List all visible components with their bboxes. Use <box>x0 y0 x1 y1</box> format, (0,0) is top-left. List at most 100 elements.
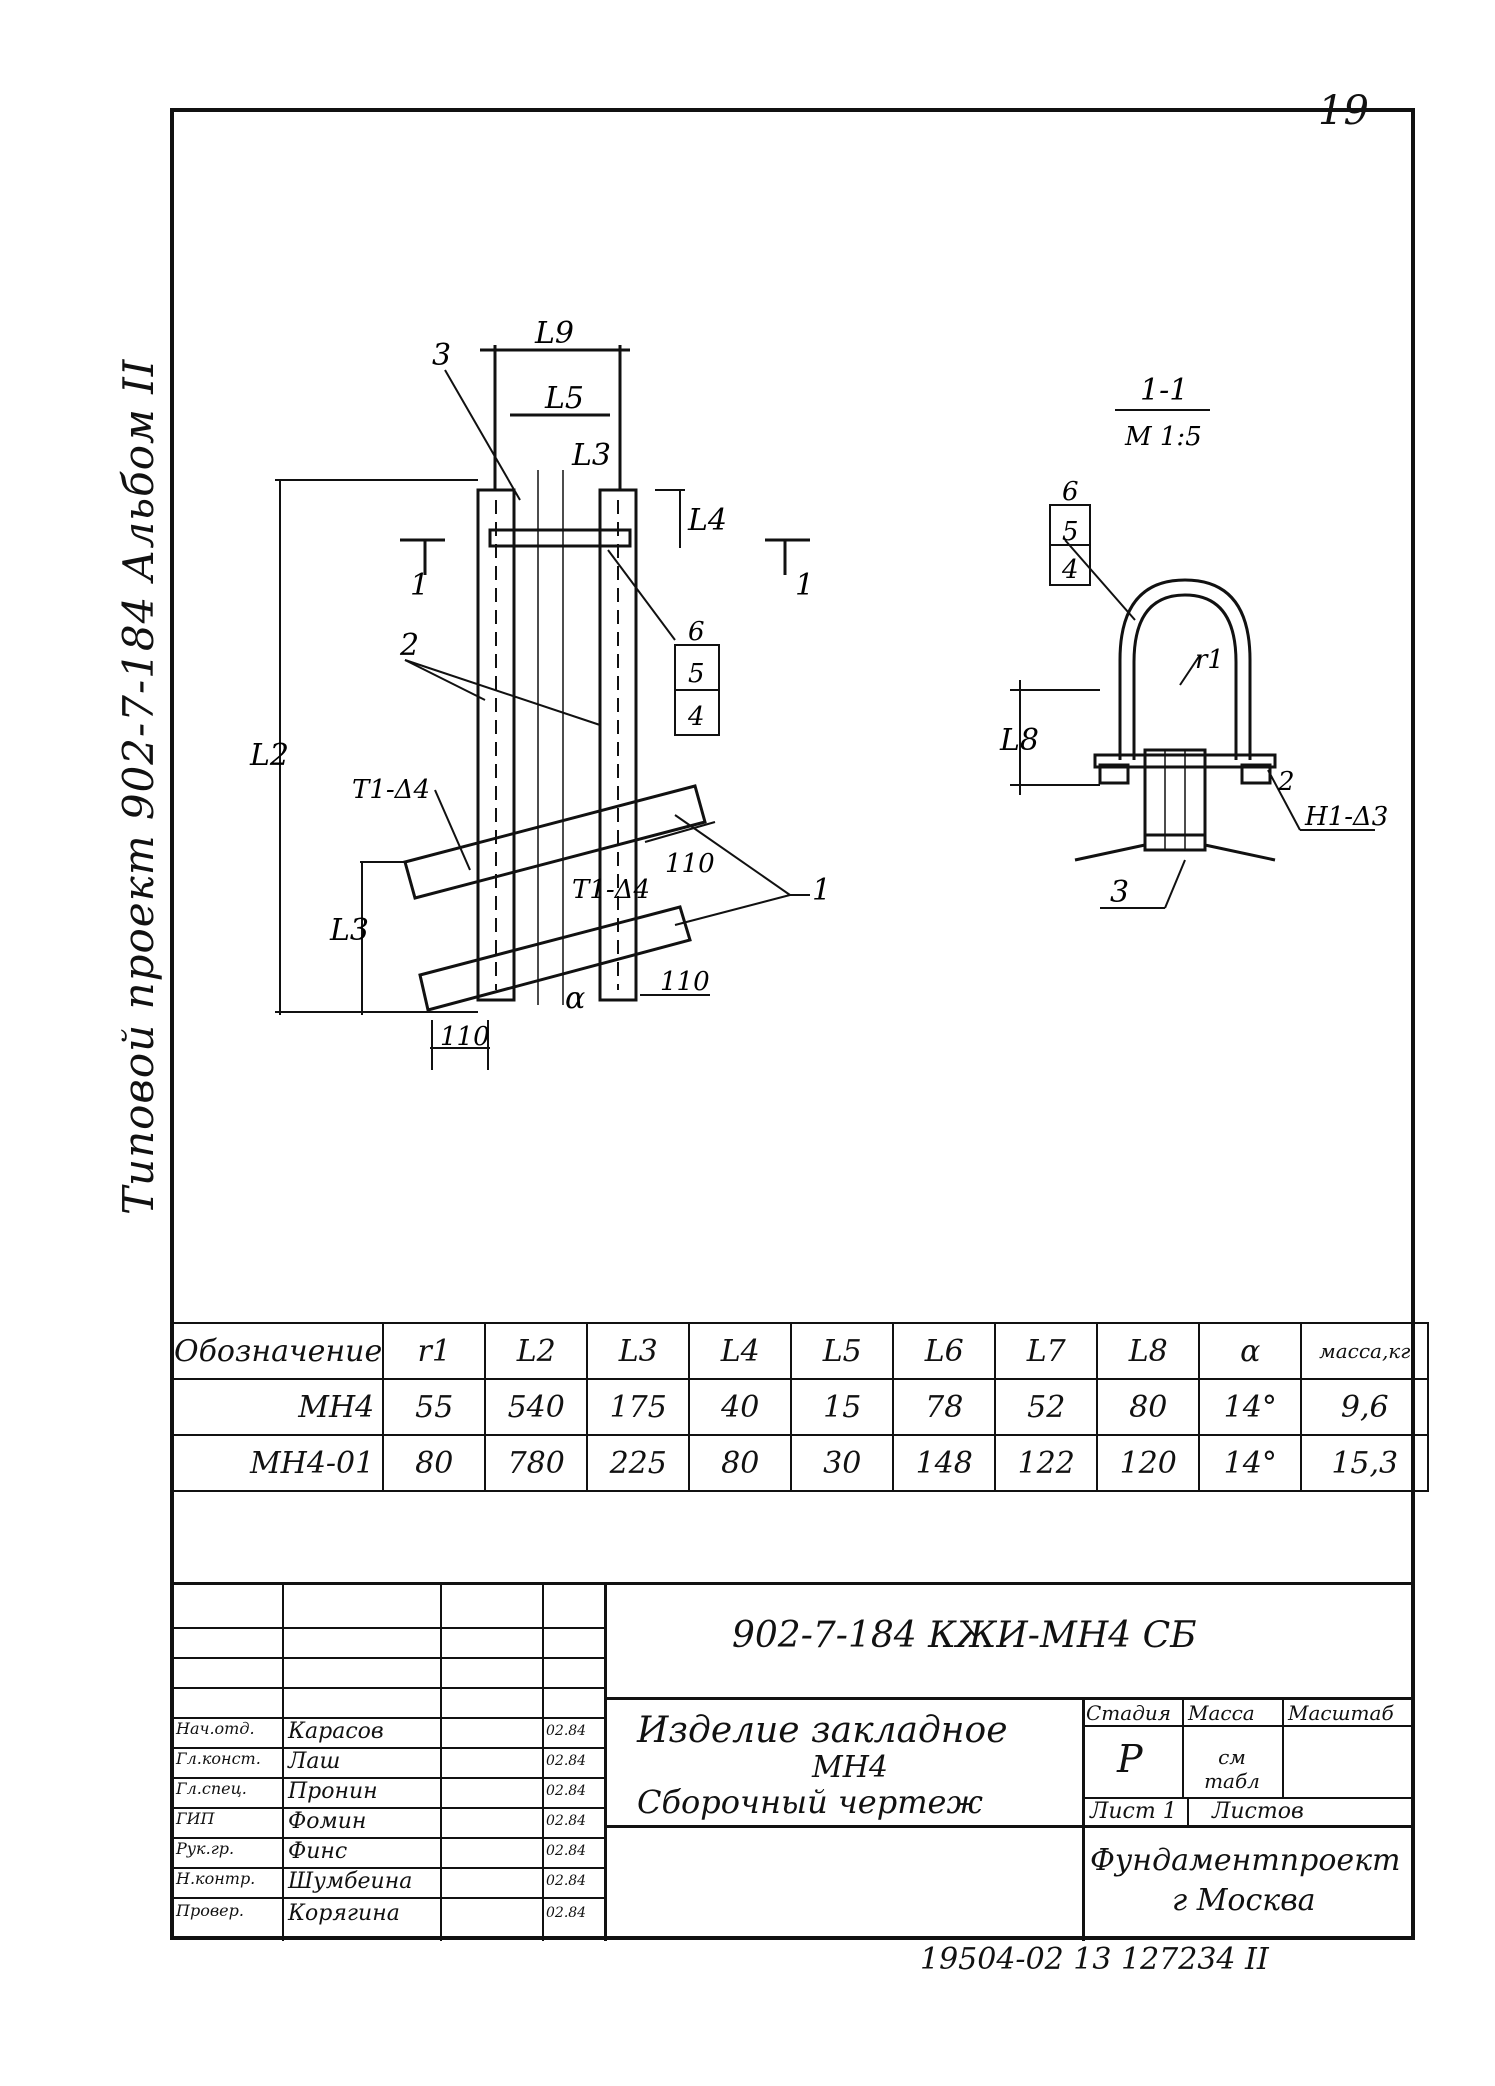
staff-name: Корягина <box>288 1901 400 1926</box>
table-row: МН4-01 80 780 225 80 30 148 122 120 14° … <box>171 1434 1430 1492</box>
section-stack-5: 5 <box>1062 517 1079 547</box>
cut-mark-left: 1 <box>410 568 429 603</box>
label-pos-3: 3 <box>432 338 451 373</box>
cell-L4: 80 <box>688 1434 793 1492</box>
label-110-b: 110 <box>660 967 710 997</box>
cell-L8: 120 <box>1096 1434 1201 1492</box>
label-L2: L2 <box>249 738 289 773</box>
staff-name: Финс <box>288 1839 348 1864</box>
staff-name: Пронин <box>288 1779 378 1804</box>
label-pos-1: 1 <box>812 873 831 908</box>
label-110-c: 110 <box>440 1022 490 1052</box>
cell-mass: 9,6 <box>1300 1378 1430 1436</box>
mass-header: Масса <box>1188 1701 1255 1725</box>
section-pos-3: 3 <box>1110 875 1129 910</box>
cell-L8: 80 <box>1096 1378 1201 1436</box>
staff-date: 02.84 <box>546 1843 587 1859</box>
staff-name: Фомин <box>288 1809 367 1834</box>
label-pos-2: 2 <box>399 628 419 663</box>
table-header-row: Обозначение r1 L2 L3 L4 L5 L6 L7 L8 α ма… <box>171 1322 1430 1380</box>
section-view <box>1010 409 1375 909</box>
cell-designation: МН4-01 <box>171 1434 385 1492</box>
label-weld-1: T1-Δ4 <box>352 775 430 805</box>
title-line2: МН4 <box>812 1750 888 1785</box>
cell-L2: 780 <box>484 1434 589 1492</box>
cell-L3: 225 <box>586 1434 691 1492</box>
label-alpha: α <box>565 981 585 1016</box>
cell-r1: 55 <box>382 1378 487 1436</box>
section-stack-6: 6 <box>1062 477 1079 507</box>
staff-date: 02.84 <box>546 1753 587 1769</box>
cell-L4: 40 <box>688 1378 793 1436</box>
label-L4: L4 <box>687 503 727 538</box>
cell-designation: МН4 <box>171 1378 385 1436</box>
staff-role: Рук.гр. <box>176 1839 235 1858</box>
cell-L7: 122 <box>994 1434 1099 1492</box>
parameter-table: Обозначение r1 L2 L3 L4 L5 L6 L7 L8 α ма… <box>171 1322 1430 1492</box>
staff-date: 02.84 <box>546 1905 587 1921</box>
header-designation: Обозначение <box>171 1322 385 1380</box>
cell-L7: 52 <box>994 1378 1099 1436</box>
label-weld-2: Т1-Δ4 <box>572 875 650 905</box>
cell-L6: 148 <box>892 1434 997 1492</box>
table-row: МН4 55 540 175 40 15 78 52 80 14° 9,6 <box>171 1378 1430 1436</box>
staff-name: Карасов <box>288 1719 384 1744</box>
cell-L6: 78 <box>892 1378 997 1436</box>
org-line1: Фундаментпроект <box>1090 1843 1401 1878</box>
label-L5: L5 <box>544 381 584 416</box>
label-L9: L9 <box>534 316 574 351</box>
label-110-a: 110 <box>665 849 715 879</box>
staff-date: 02.84 <box>546 1873 587 1889</box>
header-alpha: α <box>1198 1322 1303 1380</box>
section-r1: r1 <box>1195 645 1224 675</box>
header-L8: L8 <box>1096 1322 1201 1380</box>
cell-L2: 540 <box>484 1378 589 1436</box>
cell-L5: 15 <box>790 1378 895 1436</box>
staff-role: Н.контр. <box>176 1869 256 1888</box>
stack-6: 6 <box>688 617 705 647</box>
stack-5: 5 <box>688 659 705 689</box>
stage-value: Р <box>1117 1737 1143 1781</box>
header-L3: L3 <box>586 1322 691 1380</box>
sheets-label: Листов <box>1212 1799 1304 1824</box>
label-L3-dim: L3 <box>329 913 369 948</box>
section-L8: L8 <box>999 723 1039 758</box>
header-L4: L4 <box>688 1322 793 1380</box>
bottom-codes: 19504-02 13 127234 II <box>920 1942 1269 1977</box>
header-L7: L7 <box>994 1322 1099 1380</box>
header-L2: L2 <box>484 1322 589 1380</box>
section-weld: Н1-Δ3 <box>1304 802 1388 832</box>
staff-name: Лаш <box>288 1749 341 1774</box>
staff-date: 02.84 <box>546 1723 587 1739</box>
section-title: 1-1 <box>1140 373 1188 408</box>
header-mass: масса,кг <box>1300 1322 1430 1380</box>
title-block: 902-7-184 КЖИ-МН4 СБ Изделие закладное М… <box>172 1582 1413 1941</box>
title-line1: Изделие закладное <box>637 1710 1008 1751</box>
cell-L5: 30 <box>790 1434 895 1492</box>
staff-date: 02.84 <box>546 1783 587 1799</box>
doc-code: 902-7-184 КЖИ-МН4 СБ <box>732 1615 1197 1656</box>
staff-role: ГИП <box>176 1809 215 1828</box>
header-L5: L5 <box>790 1322 895 1380</box>
sheet-label: Лист 1 <box>1090 1799 1177 1824</box>
cell-mass: 15,3 <box>1300 1434 1430 1492</box>
stack-4: 4 <box>687 702 705 732</box>
technical-drawing: 3 L9 L5 L3 L4 L2 2 1 T1-Δ4 Т1-Δ4 α 110 1… <box>249 316 1388 1070</box>
stage-header: Стадия <box>1086 1701 1171 1725</box>
mass-value: см табл <box>1204 1745 1260 1793</box>
cell-r1: 80 <box>382 1434 487 1492</box>
cell-alpha: 14° <box>1198 1378 1303 1436</box>
cell-alpha: 14° <box>1198 1434 1303 1492</box>
staff-role: Нач.отд. <box>176 1719 255 1738</box>
title-line3: Сборочный чертеж <box>637 1783 983 1821</box>
org-line2: г Москва <box>1172 1883 1316 1918</box>
sheet-frame <box>170 108 1415 1940</box>
sheet-number: 19 <box>1318 88 1369 134</box>
elevation-view <box>275 345 810 1070</box>
section-pos-2: 2 <box>1277 767 1295 797</box>
staff-role: Гл.конст. <box>176 1749 261 1768</box>
staff-name: Шумбеина <box>288 1869 413 1894</box>
header-L6: L6 <box>892 1322 997 1380</box>
section-stack-4: 4 <box>1061 555 1079 585</box>
staff-role: Провер. <box>176 1901 244 1920</box>
